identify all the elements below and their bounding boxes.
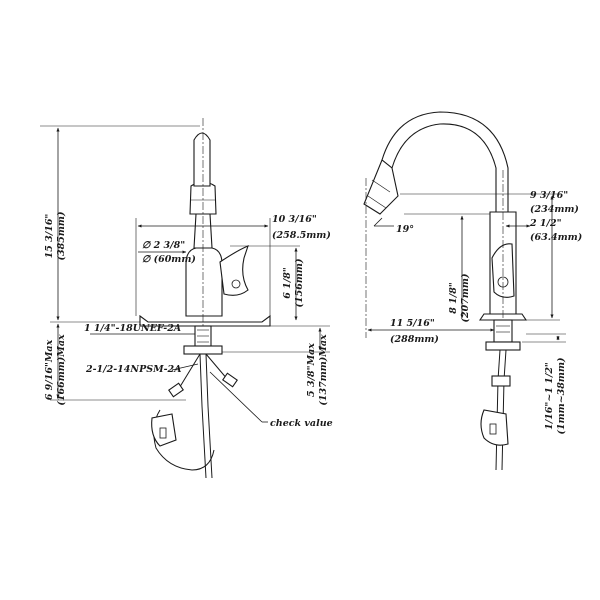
side-hose [495,349,507,471]
side-gooseneck [381,111,509,213]
side-offset-label: 2 1/2" [529,218,562,229]
check-valve-label: check value [270,418,333,429]
front-weight [151,413,177,447]
side-shank [493,319,513,343]
front-supply-max-label: 6 9/16"Max [44,339,55,400]
front-supply-thread-label: 2-1/2-14NPSM-2A [85,364,182,375]
front-overall-height-mm-label: (385mm) [56,212,67,261]
front-base-diameter-mm-label: ∅ (60mm) [142,254,196,265]
front-base-diameter-label: ∅ 2 3/8" [142,240,185,251]
side-mount-nut [485,341,521,351]
front-view [40,118,330,479]
side-spout-height-mm-label: (234mm) [530,204,579,215]
side-deck-range-mm-label: (1mm~38mm) [556,358,567,435]
front-deck-max-mm-label: (137mm)Max [318,334,329,406]
front-shank [194,325,212,349]
front-shank-thread-label: 1 1/4"-18UNEF-2A [84,323,181,334]
front-overall-height-label: 15 3/16" [44,214,55,259]
side-deck-range-label: 1/16"~1 1/2" [544,362,555,430]
front-supply-max-mm-label: (166mm)Max [56,334,67,406]
side-body-height-mm-label: (207mm) [460,274,471,323]
front-handle-height-label: 6 1/8" [282,267,293,299]
front-handle-height-mm-label: (156mm) [294,259,305,308]
front-reach-mm-label: (258.5mm) [272,230,331,241]
side-body-height-label: 8 1/8" [448,282,459,314]
side-spout-height-label: 9 3/16" [530,190,568,201]
side-total-reach-label: 11 5/16" [390,318,435,329]
side-spray-head [363,159,399,215]
front-deck-max-label: 5 3/8"Max [306,343,317,397]
side-angle-label: 19° [396,224,414,235]
front-spout-tube [193,132,211,187]
front-mount-nut [183,345,223,355]
front-handle [219,245,249,296]
front-hose [199,353,213,479]
side-offset-mm-label: (63.4mm) [530,232,582,243]
side-view [363,111,566,471]
front-reach-label: 10 3/16" [272,214,317,225]
side-total-reach-mm-label: (288mm) [390,334,439,345]
side-weight [480,409,509,446]
